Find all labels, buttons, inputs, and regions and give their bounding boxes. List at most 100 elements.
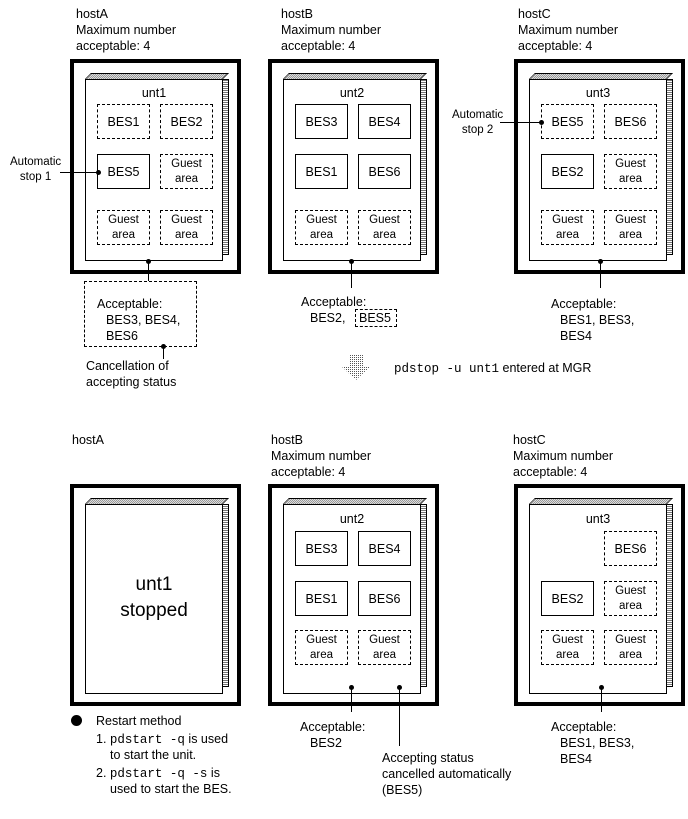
leader-line <box>351 262 352 288</box>
bes1-box: BES1 <box>295 581 348 616</box>
host-c-max-line2-bottom: acceptable: 4 <box>513 465 588 479</box>
bes-label: BES6 <box>614 114 647 129</box>
unit-label: unt3 <box>585 86 611 100</box>
leader-line <box>399 688 400 746</box>
acceptable-b-line2: BES2, <box>310 311 346 325</box>
guest-area: Guest area <box>358 630 411 665</box>
auto-cancel-line3: (BES5) <box>382 783 423 797</box>
bes-label: BES5 <box>551 114 584 129</box>
bes-label: BES2 <box>170 114 203 129</box>
host-a-max-line1: Maximum number <box>76 23 177 37</box>
restart-step-1-line2: to start the unit. <box>110 748 197 762</box>
bes-label: BES3 <box>305 541 338 556</box>
guest-label: area <box>111 228 136 241</box>
restart-step-suffix: is <box>207 766 220 780</box>
host-c-name-bottom: hostC <box>513 433 546 447</box>
auto-stop-2-line: Automatic <box>452 109 504 121</box>
guest-area: Guest area <box>295 210 348 245</box>
guest-label: area <box>372 648 397 661</box>
unit-depth-side <box>223 504 229 687</box>
bes1-box: BES1 <box>97 104 150 139</box>
leader-line <box>500 122 542 123</box>
bes2-box: BES2 <box>160 104 213 139</box>
leader-dot <box>397 685 402 690</box>
guest-label: area <box>555 228 580 241</box>
unit-label: unt1 <box>141 86 167 100</box>
guest-label: area <box>618 648 643 661</box>
cancel-line2: accepting status <box>86 375 177 389</box>
stop-command-suffix: entered at MGR <box>499 361 592 375</box>
restart-title: Restart method <box>96 714 182 728</box>
bes1-box: BES1 <box>295 154 348 189</box>
unit-unt1-stopped <box>85 504 223 694</box>
restart-step-num: 1. <box>96 732 107 746</box>
unit-stopped-line2: stopped <box>120 600 188 621</box>
host-b-max-line1-bottom: Maximum number <box>271 449 372 463</box>
acceptable-c-line3: BES4 <box>560 329 592 343</box>
bes-label: BES5 <box>107 164 140 179</box>
unit-label: unt2 <box>339 512 365 526</box>
auto-stop-2-label: Automatic stop 2 <box>452 108 503 138</box>
acceptable-b-bottom-line2: BES2 <box>310 736 342 750</box>
bes6-box: BES6 <box>604 531 657 566</box>
acceptable-a-line1: Acceptable: <box>97 297 163 311</box>
guest-label: Guest <box>552 213 583 226</box>
guest-label: Guest <box>369 633 400 646</box>
host-a-name: hostA <box>76 7 108 21</box>
bes-label: BES6 <box>368 591 401 606</box>
guest-label: Guest <box>306 213 337 226</box>
guest-label: Guest <box>615 633 646 646</box>
acceptable-b-bottom-line1: Acceptable: <box>300 720 366 734</box>
bes-label: BES1 <box>305 164 338 179</box>
restart-step-1: 1. pdstart -q is used <box>96 731 228 748</box>
acceptable-c-bottom-line1: Acceptable: <box>551 720 617 734</box>
leader-dot <box>539 120 544 125</box>
acceptable-c-bottom-line3: BES4 <box>560 752 592 766</box>
auto-stop-2-line: stop 2 <box>461 124 494 136</box>
host-b-max-line2: acceptable: 4 <box>281 39 356 53</box>
bes-label: BES2 <box>551 164 584 179</box>
stop-command: pdstop -u unt1 entered at MGR <box>394 360 591 377</box>
restart-step-num: 2. <box>96 766 107 780</box>
host-a-name-bottom: hostA <box>72 433 104 447</box>
acceptable-a-line3: BES6 <box>106 329 138 343</box>
guest-area: Guest area <box>604 630 657 665</box>
acceptable-box-a <box>84 281 197 347</box>
leader-dot <box>96 170 101 175</box>
guest-area: Guest area <box>604 210 657 245</box>
guest-label: Guest <box>171 213 202 226</box>
auto-stop-1-line: Automatic <box>10 156 62 168</box>
guest-label: area <box>309 228 334 241</box>
bullet-icon <box>71 715 82 726</box>
bes2-box: BES2 <box>541 581 594 616</box>
restart-step-suffix: is used <box>184 732 229 746</box>
host-b-name-bottom: hostB <box>271 433 303 447</box>
guest-label: Guest <box>171 157 202 170</box>
guest-label: area <box>618 172 643 185</box>
host-b-max-line2-bottom: acceptable: 4 <box>271 465 346 479</box>
auto-stop-1-line: stop 1 <box>19 171 52 183</box>
leader-line <box>601 688 602 712</box>
stop-command-code: pdstop -u unt1 <box>394 362 500 376</box>
dotted-arrow-down-icon <box>341 355 371 380</box>
host-c-max-line1-bottom: Maximum number <box>513 449 614 463</box>
bes3-box: BES3 <box>295 104 348 139</box>
guest-label: Guest <box>615 213 646 226</box>
guest-label: area <box>174 172 199 185</box>
guest-label: area <box>618 228 643 241</box>
bes-label: BES1 <box>305 591 338 606</box>
unit-stopped-line1: unt1 <box>135 574 173 595</box>
bes2-box: BES2 <box>541 154 594 189</box>
unit-depth-side <box>667 79 673 255</box>
host-a-max-line2: acceptable: 4 <box>76 39 151 53</box>
guest-label: area <box>555 648 580 661</box>
unit-label: unt2 <box>339 86 365 100</box>
leader-line <box>60 172 98 173</box>
bes4-box: BES4 <box>358 104 411 139</box>
auto-cancel-line1: Accepting status <box>382 751 474 765</box>
